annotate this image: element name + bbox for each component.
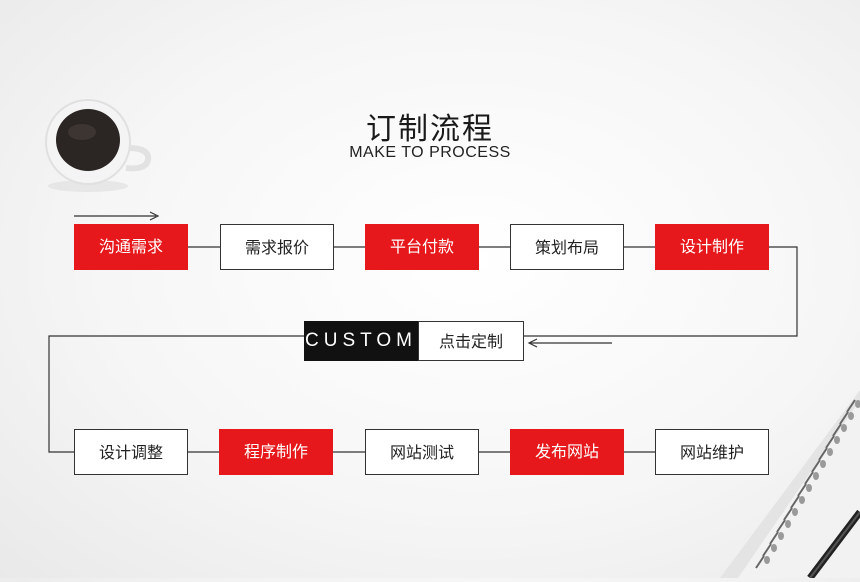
step-program-development[interactable]: 程序制作 bbox=[219, 429, 333, 475]
step-platform-payment[interactable]: 平台付款 bbox=[365, 224, 479, 270]
step-design-production[interactable]: 设计制作 bbox=[655, 224, 769, 270]
step-communicate-needs[interactable]: 沟通需求 bbox=[74, 224, 188, 270]
coffee-cup-icon bbox=[40, 96, 160, 200]
step-website-testing[interactable]: 网站测试 bbox=[365, 429, 479, 475]
step-requirement-quote[interactable]: 需求报价 bbox=[220, 224, 334, 270]
step-website-maintenance[interactable]: 网站维护 bbox=[655, 429, 769, 475]
custom-tag: CUSTOM bbox=[304, 321, 418, 361]
step-planning-layout[interactable]: 策划布局 bbox=[510, 224, 624, 270]
page-subtitle: MAKE TO PROCESS bbox=[349, 144, 511, 161]
click-to-customize-button[interactable]: 点击定制 bbox=[418, 321, 524, 361]
step-design-adjustment[interactable]: 设计调整 bbox=[74, 429, 188, 475]
step-publish-website[interactable]: 发布网站 bbox=[510, 429, 624, 475]
spiral-notebook-icon bbox=[690, 380, 860, 582]
page-title: 订制流程 bbox=[366, 112, 494, 147]
